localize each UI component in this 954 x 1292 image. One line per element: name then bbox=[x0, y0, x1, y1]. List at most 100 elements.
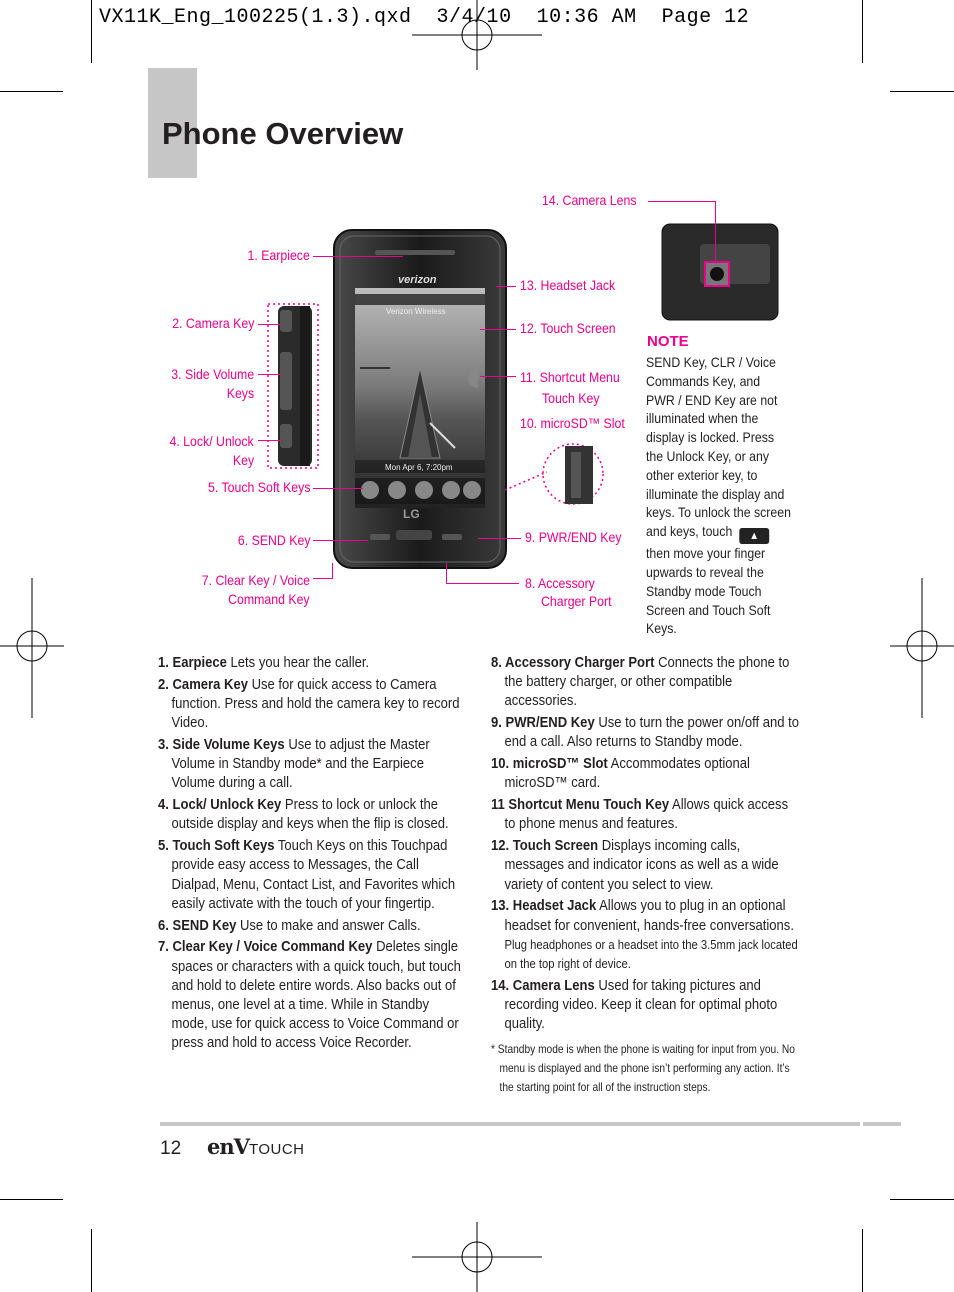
crop-mark bbox=[91, 1229, 92, 1292]
item-desc: Allows quick access to phone menus and f… bbox=[504, 797, 789, 833]
screen-brand: LG bbox=[403, 507, 420, 521]
item-term: 11 Shortcut Menu Touch Key bbox=[491, 797, 670, 814]
registration-mark-left bbox=[0, 578, 64, 718]
callout-line bbox=[258, 324, 282, 325]
description-item: 7. Clear Key / Voice Command Key Deletes… bbox=[158, 938, 469, 1053]
phone-side-strip bbox=[267, 303, 319, 469]
item-desc: Use to adjust the Master Volume in Stand… bbox=[171, 737, 430, 792]
description-item: 6. SEND Key Use to make and answer Calls… bbox=[158, 917, 469, 936]
callout-camera-key: 2. Camera Key bbox=[171, 315, 254, 331]
callout-line bbox=[313, 540, 368, 541]
item-term: 10. microSD™ Slot bbox=[491, 756, 608, 773]
callout-line bbox=[258, 440, 282, 441]
item-note: Plug headphones or a headset into the 3.… bbox=[504, 937, 798, 972]
callout-headset-jack: 13. Headset Jack bbox=[520, 277, 616, 293]
item-desc: Connects the phone to the battery charge… bbox=[504, 655, 790, 710]
unlock-arrow-icon: ▲ bbox=[739, 528, 770, 545]
phone-front-illustration bbox=[333, 229, 507, 569]
callout-lock-unlock: 4. Lock/ Unlock bbox=[169, 433, 254, 449]
registration-mark-right bbox=[890, 578, 954, 718]
item-term: 9. PWR/END Key bbox=[491, 715, 595, 732]
callout-line bbox=[258, 374, 282, 375]
crop-mark bbox=[0, 1199, 63, 1200]
item-term: 6. SEND Key bbox=[158, 917, 237, 934]
footer-rule bbox=[160, 1122, 860, 1126]
description-item: 4. Lock/ Unlock Key Press to lock or unl… bbox=[158, 796, 469, 834]
note-heading: NOTE bbox=[647, 333, 689, 350]
description-item: 5. Touch Soft Keys Touch Keys on this To… bbox=[158, 837, 469, 914]
callout-accessory-port-2: Charger Port bbox=[541, 593, 612, 609]
item-desc: Accommodates optional microSD™ card. bbox=[504, 756, 750, 792]
callout-shortcut-menu-2: Touch Key bbox=[542, 390, 600, 406]
item-term: 12. Touch Screen bbox=[491, 838, 599, 855]
callout-microsd: 10. microSD™ Slot bbox=[520, 415, 625, 431]
callout-line bbox=[313, 578, 333, 579]
crop-mark bbox=[0, 91, 63, 92]
callout-side-volume-2: Keys bbox=[226, 385, 254, 401]
callout-touch-screen: 12. Touch Screen bbox=[520, 320, 616, 336]
callout-line bbox=[480, 329, 516, 330]
footer-rule bbox=[863, 1122, 901, 1126]
callout-side-volume: 3. Side Volume bbox=[171, 366, 254, 382]
crop-mark bbox=[890, 1199, 954, 1200]
callout-accessory-port: 8. Accessory bbox=[525, 575, 595, 591]
section-tab bbox=[148, 68, 197, 178]
callout-clear-key-2: Command Key bbox=[228, 591, 310, 607]
item-desc: Displays incoming calls, messages and in… bbox=[504, 838, 779, 893]
note-text-after: then move your finger upwards to reveal … bbox=[646, 545, 771, 637]
callout-line bbox=[648, 201, 716, 202]
item-desc: Press to lock or unlock the outside disp… bbox=[171, 797, 449, 833]
item-term: 3. Side Volume Keys bbox=[158, 737, 285, 753]
right-descriptions: 8. Accessory Charger Port Connects the p… bbox=[491, 654, 851, 1097]
callout-line bbox=[715, 201, 716, 261]
microsd-zoom-illustration bbox=[505, 443, 604, 505]
description-item: 11 Shortcut Menu Touch Key Allows quick … bbox=[491, 796, 802, 834]
description-item: 8. Accessory Charger Port Connects the p… bbox=[491, 654, 802, 712]
item-desc: Use for quick access to Camera function.… bbox=[171, 676, 460, 732]
screen-datetime: Mon Apr 6, 7:20pm bbox=[385, 463, 453, 472]
callout-line bbox=[480, 376, 516, 377]
callout-send-key: 6. SEND Key bbox=[237, 532, 310, 548]
item-term: 5. Touch Soft Keys bbox=[158, 838, 275, 855]
callout-line bbox=[313, 488, 363, 489]
screen-carrier: Verizon Wireless bbox=[386, 307, 446, 316]
description-item: 2. Camera Key Use for quick access to Ca… bbox=[158, 676, 469, 734]
left-descriptions: 1. Earpiece Lets you hear the caller. 2. … bbox=[158, 654, 503, 1056]
item-term: 13. Headset Jack bbox=[491, 898, 597, 915]
callout-shortcut-menu: 11. Shortcut Menu bbox=[520, 369, 620, 385]
callout-line bbox=[446, 563, 447, 584]
crop-mark bbox=[862, 1229, 863, 1292]
callout-earpiece: 1. Earpiece bbox=[247, 247, 310, 263]
item-term: 4. Lock/ Unlock Key bbox=[158, 797, 282, 814]
item-desc: Use to make and answer Calls. bbox=[236, 917, 421, 934]
item-desc: Lets you hear the caller. bbox=[226, 655, 370, 671]
callout-line bbox=[332, 563, 333, 579]
description-item: 1. Earpiece Lets you hear the caller. bbox=[158, 654, 469, 673]
callout-line bbox=[496, 286, 516, 287]
page-number: 12 bbox=[160, 1138, 182, 1159]
callout-line bbox=[447, 583, 519, 584]
item-term: 14. Camera Lens bbox=[491, 977, 595, 994]
print-slug: VX11K_Eng_100225(1.3).qxd 3/4/10 10:36 A… bbox=[99, 6, 750, 29]
crop-mark bbox=[91, 0, 92, 63]
phone-back-illustration bbox=[661, 223, 779, 321]
item-desc: Used for taking pictures and recording v… bbox=[504, 977, 778, 1033]
footnote: * Standby mode is when the phone is wait… bbox=[491, 1042, 795, 1095]
callout-line bbox=[313, 256, 403, 257]
callout-touch-soft-keys: 5. Touch Soft Keys bbox=[207, 479, 310, 495]
item-desc: Deletes single spaces or characters with… bbox=[171, 939, 461, 1052]
description-item: 9. PWR/END Key Use to turn the power on/… bbox=[491, 714, 802, 752]
item-desc: Allows you to plug in an optional headse… bbox=[504, 898, 794, 934]
item-desc: Use to turn the power on/off and to end … bbox=[504, 715, 800, 751]
description-item: 12. Touch Screen Displays incoming calls… bbox=[491, 837, 802, 895]
item-term: 8. Accessory Charger Port bbox=[491, 655, 655, 671]
callout-clear-key: 7. Clear Key / Voice bbox=[201, 572, 310, 588]
description-item: 10. microSD™ Slot Accommodates optional … bbox=[491, 755, 802, 793]
item-desc: Touch Keys on this Touchpad provide easy… bbox=[171, 838, 456, 912]
callout-camera-lens: 14. Camera Lens bbox=[542, 192, 637, 208]
screen-logo: verizon bbox=[398, 274, 437, 286]
page-title: Phone Overview bbox=[162, 116, 404, 151]
note-text-before: SEND Key, CLR / Voice Commands Key, and … bbox=[646, 354, 791, 540]
callout-lock-unlock-2: Key bbox=[232, 452, 254, 468]
brand-logo: enVTOUCH bbox=[207, 1134, 305, 1159]
